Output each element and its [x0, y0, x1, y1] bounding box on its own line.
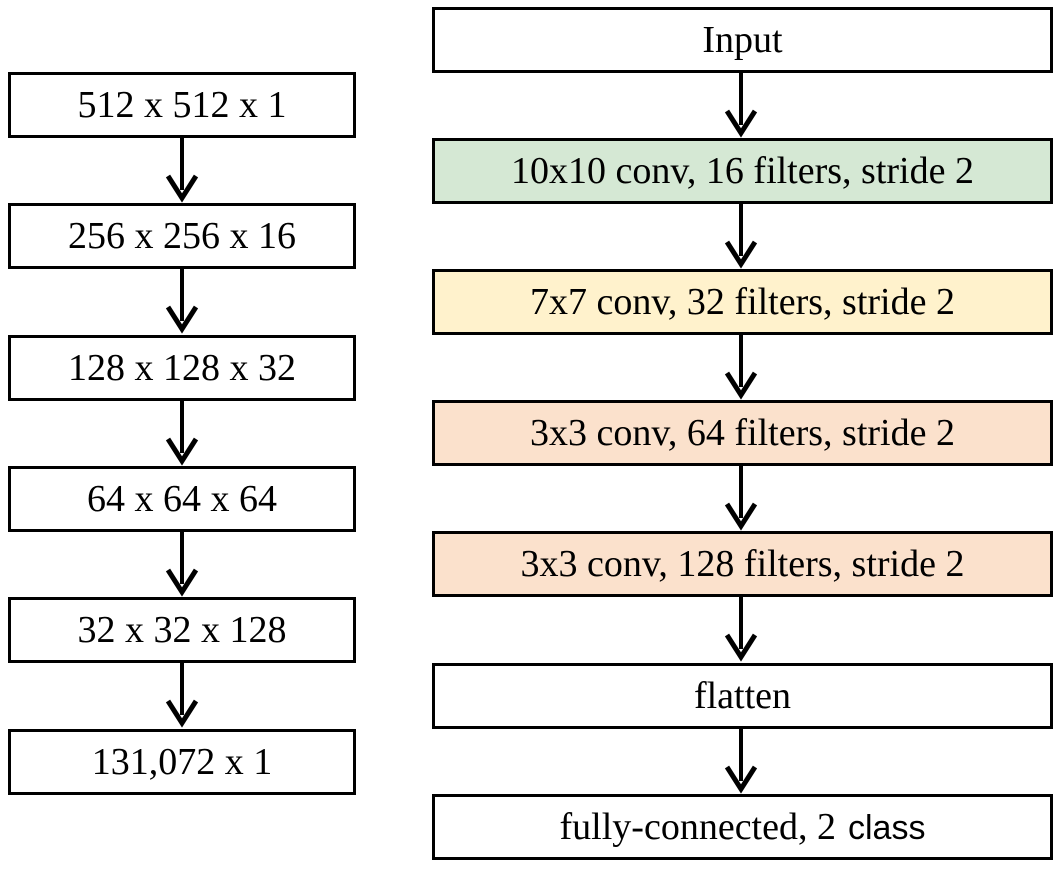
arrow-down-icon: [724, 73, 758, 138]
layer-label: 7x7 conv, 32 filters, stride 2: [530, 281, 955, 323]
shape-box-input: 512 x 512 x 1: [8, 72, 356, 138]
arrow-down-icon: [165, 401, 199, 466]
layer-label: fully-connected, 2 class: [560, 805, 926, 849]
arrow-down-icon: [724, 597, 758, 662]
arrow-down-icon: [724, 466, 758, 531]
shape-label: 512 x 512 x 1: [77, 84, 287, 126]
layer-label: flatten: [693, 675, 792, 717]
shape-label: 128 x 128 x 32: [68, 347, 296, 389]
layer-label-suffix: class: [847, 809, 926, 847]
layer-label: 10x10 conv, 16 filters, stride 2: [511, 150, 974, 192]
layer-label: Input: [702, 19, 783, 61]
shape-box-conv1: 256 x 256 x 16: [8, 203, 356, 269]
arrow-down-icon: [724, 729, 758, 794]
shape-box-conv3: 64 x 64 x 64: [8, 466, 356, 532]
layer-label: 3x3 conv, 64 filters, stride 2: [530, 412, 955, 454]
arrow-down-icon: [165, 532, 199, 597]
layer-label-main: fully-connected, 2: [559, 806, 836, 848]
arrow-down-icon: [724, 204, 758, 269]
arrow-down-icon: [724, 335, 758, 400]
layer-box-conv4: 3x3 conv, 128 filters, stride 2: [432, 531, 1053, 597]
layer-box-flatten: flatten: [432, 663, 1053, 729]
layer-box-fully-connected: fully-connected, 2 class: [432, 794, 1053, 860]
shape-label: 64 x 64 x 64: [87, 478, 277, 520]
arrow-down-icon: [165, 663, 199, 728]
arrow-down-icon: [165, 269, 199, 334]
shape-label: 32 x 32 x 128: [77, 609, 287, 651]
shape-box-conv2: 128 x 128 x 32: [8, 335, 356, 401]
arrow-down-icon: [165, 138, 199, 203]
layer-box-conv2: 7x7 conv, 32 filters, stride 2: [432, 269, 1053, 335]
shape-box-flatten: 131,072 x 1: [8, 729, 356, 795]
shape-label: 256 x 256 x 16: [68, 215, 296, 257]
layer-box-conv1: 10x10 conv, 16 filters, stride 2: [432, 138, 1053, 204]
shape-label: 131,072 x 1: [91, 741, 273, 783]
layer-box-input: Input: [432, 7, 1053, 73]
layer-box-conv3: 3x3 conv, 64 filters, stride 2: [432, 400, 1053, 466]
layer-label: 3x3 conv, 128 filters, stride 2: [520, 543, 965, 585]
shape-box-conv4: 32 x 32 x 128: [8, 597, 356, 663]
